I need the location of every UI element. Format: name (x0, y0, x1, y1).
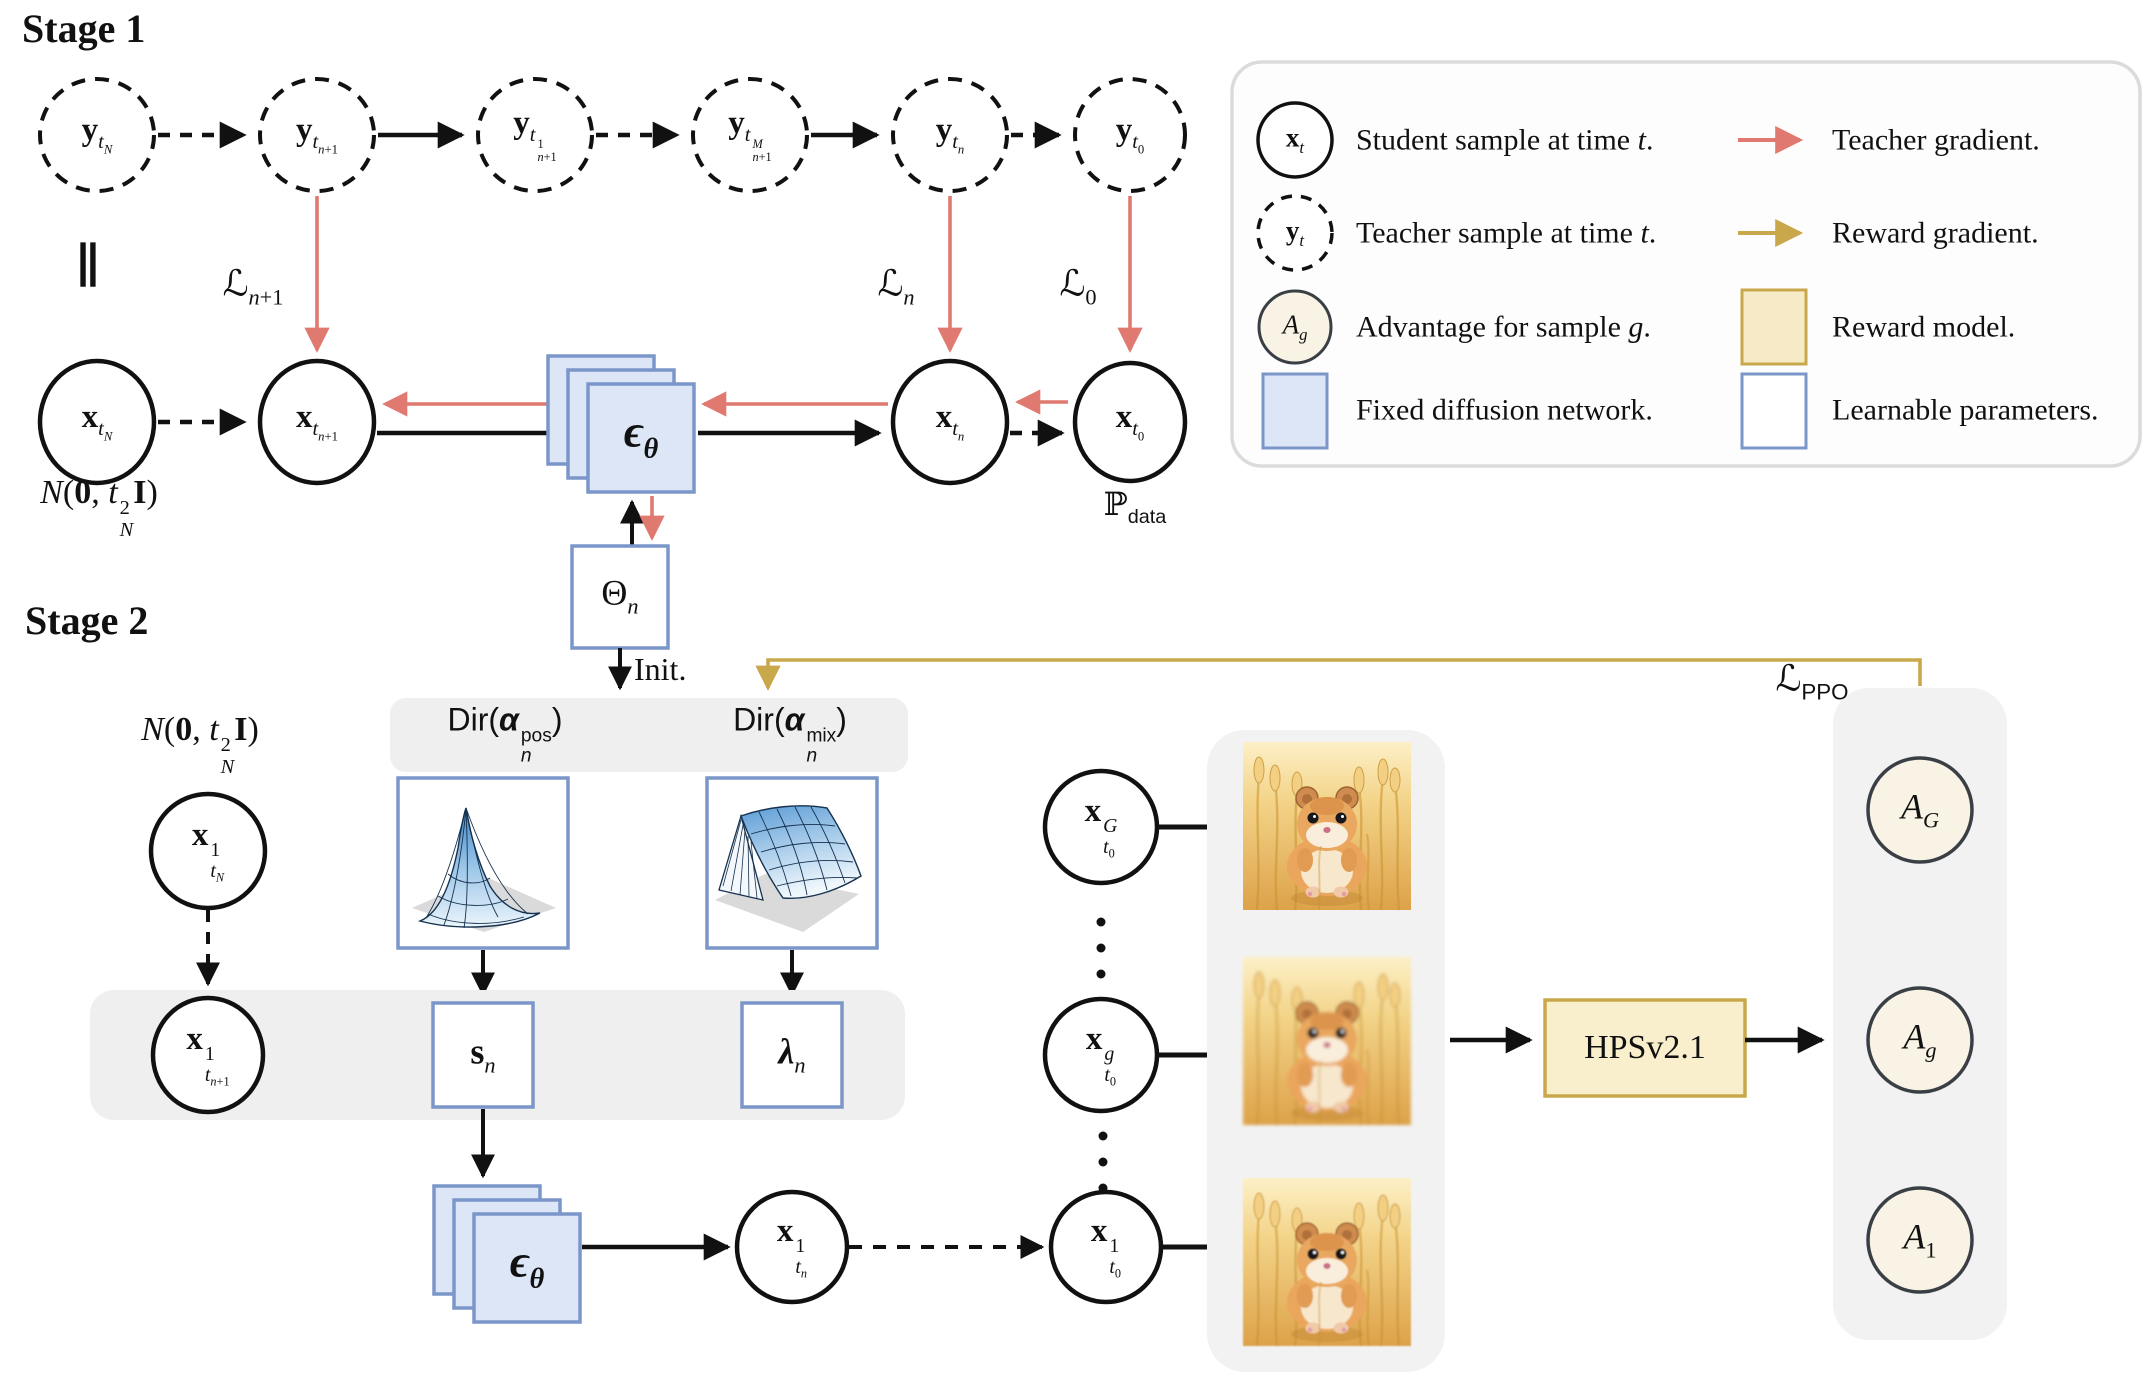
legend-teacher-sample-label: Teacher sample at time t. (1356, 216, 1657, 250)
legend-fixed-network-label: Fixed diffusion network. (1356, 393, 1653, 427)
teacher-node-circles (38, 77, 1187, 193)
node-y-tn1: ytn+1 (295, 112, 339, 157)
legend-yt-symbol: yt (1285, 215, 1305, 251)
legend-advantage-label: Advantage for sample g. (1356, 310, 1651, 344)
stage2-xtn1-circle (150, 995, 266, 1115)
generated-image-top (1241, 740, 1413, 912)
loss-n1-label: ℒn+1 (222, 263, 284, 310)
student-sample-icon (1256, 101, 1334, 179)
advantage-1-label: A1 (1903, 1216, 1937, 1263)
theta-label: Θn (601, 572, 639, 619)
pdata-label: ℙdata (1103, 486, 1167, 529)
legend-student-sample-label: Student sample at time t. (1356, 123, 1654, 157)
node-x-tn1: xtn+1 (295, 399, 339, 444)
generated-image-middle (1241, 955, 1413, 1127)
node-y-tn: ytn (935, 112, 965, 157)
generated-image-bottom (1241, 1176, 1413, 1348)
dir-mix-plot-mesh (715, 805, 862, 932)
node-x-tn: xtn (935, 399, 965, 444)
fixed-diffusion-network-stack-stage1 (546, 354, 696, 494)
s-label: sn (470, 1031, 496, 1078)
student-row-arrows (158, 408, 1065, 447)
student-node-circles (37, 358, 1188, 486)
teacher-sample-icon (1256, 194, 1334, 272)
node-x-t0: xt0 (1115, 399, 1145, 444)
dirichlet-label-band (390, 698, 908, 772)
dir-pos-plot-mesh (412, 807, 556, 932)
reward-gradient-feedback-path (755, 658, 1922, 691)
reward-model-icon (1740, 288, 1808, 366)
loss-0-label: ℒ0 (1059, 263, 1097, 310)
advantage-G-label: AG (1900, 786, 1940, 833)
node-y-t0: yt0 (1115, 112, 1145, 157)
legend-box (1230, 60, 2142, 468)
fixed-network-icon (1261, 372, 1329, 450)
legend-xt-symbol: xt (1285, 122, 1305, 158)
equivalence-symbol: ∥ (75, 239, 101, 293)
advantage-circles (1866, 756, 1974, 1294)
legend-reward-model-label: Reward model. (1832, 310, 2016, 344)
learnable-lambda-box (740, 1001, 844, 1109)
legend-Ag-symbol: Ag (1282, 309, 1308, 345)
init-label: Init. (634, 651, 687, 688)
learnable-s-box (431, 1001, 535, 1109)
legend-reward-gradient-label: Reward gradient. (1832, 216, 2039, 250)
hps-reward-model-box (1543, 998, 1747, 1098)
network-eps-label-stage2: ϵθ (509, 1235, 545, 1295)
stage2-xtn-circle (734, 1189, 850, 1305)
learnable-theta-box (570, 544, 670, 650)
hps-label: HPSv2.1 (1584, 1029, 1706, 1067)
stage1-title: Stage 1 (22, 6, 146, 51)
node-x-tN: xtN (81, 399, 113, 444)
advantage-icon (1257, 289, 1333, 365)
learnable-params-icon (1740, 372, 1808, 450)
student-row-teacher-gradients (382, 389, 1068, 417)
stage2-xtN-circle (148, 791, 268, 911)
theta-link-arrows (620, 496, 665, 546)
teacher-gradient-loss-arrows (304, 196, 1143, 353)
ppo-loss-label: ℒPPO (1775, 658, 1849, 705)
node-y-tN: ytN (81, 112, 113, 157)
loss-n-label: ℒn (877, 263, 915, 310)
lambda-label: λn (778, 1031, 806, 1078)
fixed-diffusion-network-stack-stage2 (432, 1184, 582, 1324)
advantage-g-label: Ag (1903, 1016, 1937, 1063)
network-eps-label-stage1: ϵθ (623, 405, 659, 465)
legend-learnable-params-label: Learnable parameters. (1832, 393, 2099, 427)
legend-teacher-gradient-label: Teacher gradient. (1832, 123, 2040, 157)
stage2-title: Stage 2 (25, 598, 149, 643)
